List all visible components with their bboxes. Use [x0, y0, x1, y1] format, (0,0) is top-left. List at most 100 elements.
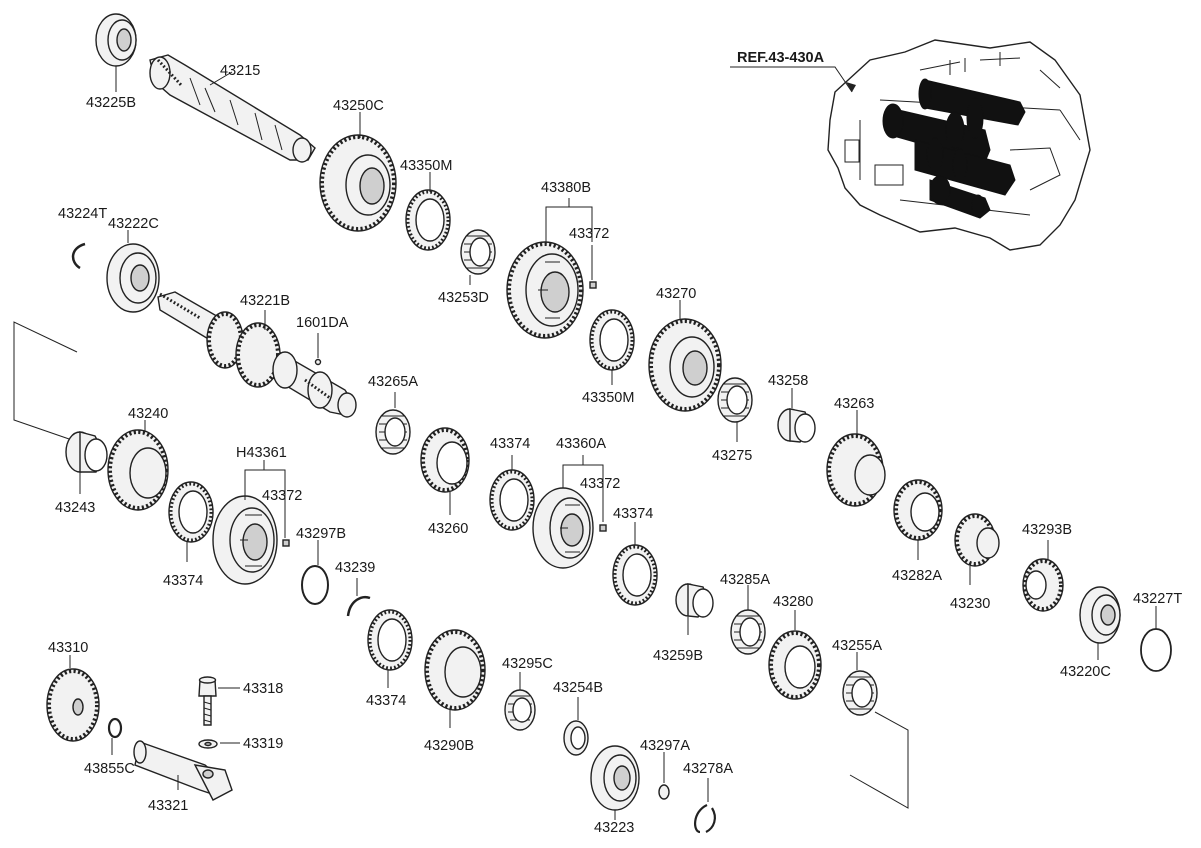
- label-43259B: 43259B: [653, 648, 703, 664]
- label-43263: 43263: [834, 396, 874, 412]
- label-43295C: 43295C: [502, 656, 553, 672]
- label-43224T: 43224T: [58, 206, 107, 222]
- label-43321: 43321: [148, 798, 188, 814]
- label-43285A: 43285A: [720, 572, 770, 588]
- label-43221B: 43221B: [240, 293, 290, 309]
- label-43282A: 43282A: [892, 568, 942, 584]
- label-43222C: 43222C: [108, 216, 159, 232]
- shaft-43215: [149, 54, 316, 163]
- snap-ring-43239: [346, 596, 371, 617]
- bushing-43258: [777, 408, 816, 443]
- label-43350M-lower: 43350M: [582, 390, 634, 406]
- synchro-hub-H43361: [212, 495, 278, 585]
- bushing-43259B: [675, 583, 714, 618]
- label-43380B: 43380B: [541, 180, 591, 196]
- synchro-hub-43360A: [532, 487, 594, 569]
- label-43220C: 43220C: [1060, 664, 1111, 680]
- bracket-left: [13, 321, 78, 441]
- needle-bearing-43253D: [460, 229, 496, 275]
- label-43280: 43280: [773, 594, 813, 610]
- key-43372-lower-left: [282, 539, 290, 547]
- synchro-ring-43350M-upper: [405, 189, 451, 251]
- washer-43254B: [563, 720, 589, 756]
- gear-43282A: [893, 479, 943, 541]
- bracket-right: [849, 711, 909, 809]
- needle-bearing-43275: [717, 377, 753, 423]
- label-43297B: 43297B: [296, 526, 346, 542]
- label-43318: 43318: [243, 681, 283, 697]
- label-43239: 43239: [335, 560, 375, 576]
- needle-bearing-43265A: [375, 409, 411, 455]
- label-43319: 43319: [243, 736, 283, 752]
- label-43243: 43243: [55, 500, 95, 516]
- label-43254B: 43254B: [553, 680, 603, 696]
- synchro-ring-43374-b: [489, 469, 535, 531]
- label-43360A: 43360A: [556, 436, 606, 452]
- washer-43319: [198, 739, 218, 749]
- label-43372-lower-left: 43372: [262, 488, 302, 504]
- bearing-43223: [590, 745, 640, 811]
- needle-bearing-43285A: [730, 609, 766, 655]
- label-43255A: 43255A: [832, 638, 882, 654]
- ref-label: REF.43-430A: [737, 50, 825, 66]
- idler-shaft-43321: [133, 740, 233, 801]
- gear-43250C: [319, 134, 397, 232]
- snap-ring-43278A: [694, 804, 716, 834]
- label-43290B: 43290B: [424, 738, 474, 754]
- label-43258: 43258: [768, 373, 808, 389]
- transaxle-reference-illustration: REF.43-430A: [730, 39, 1091, 251]
- gear-43290B: [424, 629, 486, 711]
- label-43374-c: 43374: [613, 506, 653, 522]
- bearing-43225B: [95, 13, 137, 67]
- label-43215: 43215: [220, 63, 260, 79]
- label-43855C: 43855C: [84, 761, 135, 777]
- gear-43280: [768, 630, 822, 700]
- needle-bearing-43295C: [504, 689, 536, 731]
- snap-ring-43227T: [1140, 628, 1172, 672]
- snap-ring-43224T: [71, 242, 86, 270]
- label-43253D: 43253D: [438, 290, 489, 306]
- key-43372-lower-right: [599, 524, 607, 532]
- gear-43260: [420, 427, 470, 493]
- bolt-43318: [198, 676, 217, 726]
- label-43250C: 43250C: [333, 98, 384, 114]
- input-shaft-43221B: [157, 291, 357, 418]
- snap-ring-43297B: [301, 565, 329, 605]
- ring-43297A: [658, 784, 670, 800]
- label-43275: 43275: [712, 448, 752, 464]
- label-43310: 43310: [48, 640, 88, 656]
- label-43278A: 43278A: [683, 761, 733, 777]
- pin-1601DA: [314, 358, 322, 366]
- label-43270: 43270: [656, 286, 696, 302]
- label-1601DA: 1601DA: [296, 315, 349, 331]
- synchro-hub-43380B: [506, 241, 584, 339]
- bearing-43220C: [1079, 586, 1121, 644]
- gear-43293B: [1022, 558, 1064, 612]
- bushing-43243: [65, 431, 108, 473]
- synchro-ring-43374-c: [612, 544, 658, 606]
- gear-43230: [954, 513, 1000, 567]
- ring-43855C: [107, 717, 123, 739]
- label-43372-lower-right: 43372: [580, 476, 620, 492]
- label-43297A: 43297A: [640, 738, 690, 754]
- label-43350M-upper: 43350M: [400, 158, 452, 174]
- synchro-ring-43374-d: [367, 609, 413, 671]
- label-43374-d: 43374: [366, 693, 406, 709]
- label-43240: 43240: [128, 406, 168, 422]
- label-43293B: 43293B: [1022, 522, 1072, 538]
- bearing-43222C: [106, 243, 160, 313]
- label-43227T: 43227T: [1133, 591, 1182, 607]
- label-43265A: 43265A: [368, 374, 418, 390]
- synchro-ring-43350M-lower: [589, 309, 635, 371]
- idler-gear-43310: [46, 668, 100, 742]
- label-43374-a: 43374: [163, 573, 203, 589]
- key-43372-upper: [589, 281, 597, 289]
- label-43230: 43230: [950, 596, 990, 612]
- label-43374-b: 43374: [490, 436, 530, 452]
- needle-bearing-43255A: [842, 670, 878, 716]
- gear-43270: [648, 318, 722, 412]
- label-43225B: 43225B: [86, 95, 136, 111]
- label-43223: 43223: [594, 820, 634, 836]
- label-43260: 43260: [428, 521, 468, 537]
